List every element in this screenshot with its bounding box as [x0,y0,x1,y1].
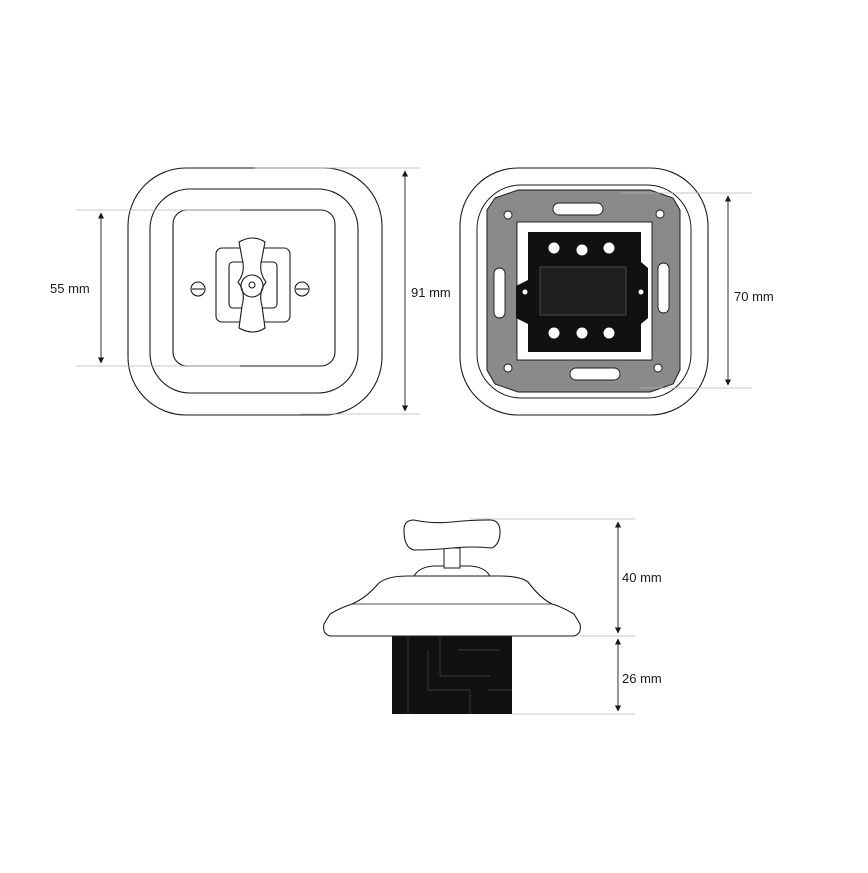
toggle-center [240,274,264,298]
back-view [459,167,709,416]
front-inner-rim [149,188,359,394]
dim-26-label: 26 mm [622,671,662,686]
dim-55-label: 55 mm [50,281,90,296]
side-base-plate [323,575,581,637]
frame-slots [493,202,670,381]
side-stem [443,547,461,569]
side-body [392,636,512,714]
rotary-toggle [237,237,267,333]
toggle-pin [248,281,256,289]
front-face-plate [172,209,336,367]
dim-70-label: 70 mm [734,289,774,304]
back-dimensions [620,192,752,389]
terminal-screws [521,241,645,340]
back-inner-rim [476,184,692,399]
back-outer-plate [459,167,709,416]
front-dimensions [76,167,420,415]
front-dimension-arrows [97,170,409,412]
side-knob [403,519,501,551]
side-collar [413,565,491,577]
right-screw [294,281,310,297]
dim-91-label: 91 mm [411,285,451,300]
front-view [127,167,383,416]
mechanism-center-block [539,266,627,316]
side-view [323,519,581,714]
dim-40-label: 40 mm [622,570,662,585]
left-screw [190,281,206,297]
side-dimensions [470,518,635,715]
